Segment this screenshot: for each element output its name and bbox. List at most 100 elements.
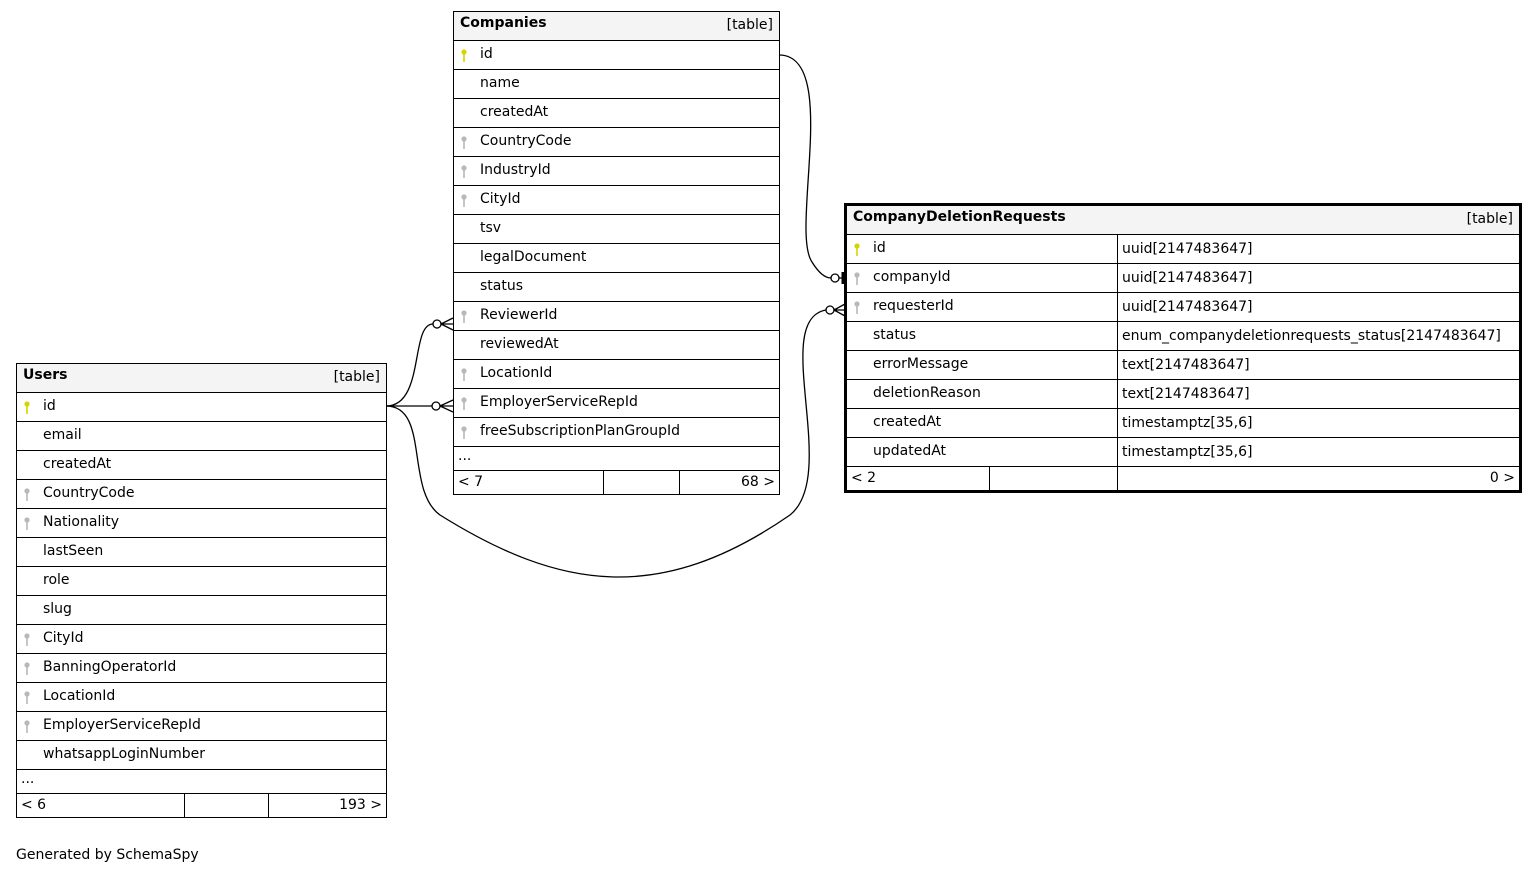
column-row[interactable]: BanningOperatorId xyxy=(17,654,386,683)
column-row[interactable]: EmployerServiceRepId xyxy=(454,389,779,418)
column-row[interactable]: EmployerServiceRepId xyxy=(17,712,386,741)
foreign-key-icon xyxy=(461,397,467,411)
table-header: Companies[table] xyxy=(454,12,779,41)
column-row[interactable]: email xyxy=(17,422,386,451)
foreign-key-icon xyxy=(24,633,30,647)
column-name: id xyxy=(873,240,886,256)
column-name: LocationId xyxy=(480,365,553,381)
parents-count[interactable]: < 2 xyxy=(851,470,877,486)
column-name: tsv xyxy=(480,220,502,236)
column-row[interactable]: id uuid[2147483647] xyxy=(847,235,1519,264)
table-footer: < 7 68 > xyxy=(454,471,779,494)
column-row[interactable]: ReviewerId xyxy=(454,302,779,331)
foreign-key-icon xyxy=(24,720,30,734)
table-header: CompanyDeletionRequests [table] xyxy=(847,206,1519,235)
column-row[interactable]: LocationId xyxy=(454,360,779,389)
column-row[interactable]: LocationId xyxy=(17,683,386,712)
column-name: slug xyxy=(43,601,72,617)
column-row[interactable]: CityId xyxy=(454,186,779,215)
column-type: timestamptz[35,6] xyxy=(1117,409,1519,437)
column-name: CountryCode xyxy=(43,485,135,501)
generated-by-label: Generated by SchemaSpy xyxy=(16,847,199,863)
column-type: uuid[2147483647] xyxy=(1117,235,1519,263)
column-name: companyId xyxy=(873,269,951,285)
column-row[interactable]: slug xyxy=(17,596,386,625)
foreign-key-icon xyxy=(461,165,467,179)
column-row[interactable]: id xyxy=(454,41,779,70)
column-name: EmployerServiceRepId xyxy=(43,717,201,733)
column-type: uuid[2147483647] xyxy=(1117,293,1519,321)
table-footer: < 2 0 > xyxy=(847,467,1519,490)
column-row[interactable]: freeSubscriptionPlanGroupId xyxy=(454,418,779,447)
column-row[interactable]: CountryCode xyxy=(17,480,386,509)
primary-key-icon xyxy=(461,49,467,63)
column-name: LocationId xyxy=(43,688,116,704)
column-row[interactable]: errorMessage text[2147483647] xyxy=(847,351,1519,380)
column-name: email xyxy=(43,427,82,443)
column-type: enum_companydeletionrequests_status[2147… xyxy=(1117,322,1519,350)
column-name: IndustryId xyxy=(480,162,551,178)
column-row[interactable]: reviewedAt xyxy=(454,331,779,360)
column-row[interactable]: createdAt xyxy=(17,451,386,480)
children-count[interactable]: 193 > xyxy=(268,794,386,817)
column-name: Nationality xyxy=(43,514,120,530)
column-name: createdAt xyxy=(43,456,112,472)
foreign-key-icon xyxy=(461,194,467,208)
footer-middle xyxy=(603,471,679,494)
foreign-key-icon xyxy=(24,517,30,531)
column-row[interactable]: CountryCode xyxy=(454,128,779,157)
children-count[interactable]: 68 > xyxy=(679,471,779,494)
more-columns[interactable]: ... xyxy=(454,447,779,471)
more-columns[interactable]: ... xyxy=(17,770,386,794)
foreign-key-icon xyxy=(854,272,860,286)
table-name: Users xyxy=(23,367,68,383)
column-name: legalDocument xyxy=(480,249,587,265)
column-row[interactable]: IndustryId xyxy=(454,157,779,186)
foreign-key-icon xyxy=(24,691,30,705)
column-type: uuid[2147483647] xyxy=(1117,264,1519,292)
parents-count[interactable]: < 7 xyxy=(458,474,484,490)
column-row[interactable]: role xyxy=(17,567,386,596)
table-header: Users [table] xyxy=(17,364,386,393)
column-row[interactable]: whatsappLoginNumber xyxy=(17,741,386,770)
column-row[interactable]: Nationality xyxy=(17,509,386,538)
column-name: errorMessage xyxy=(873,356,969,372)
column-name: BanningOperatorId xyxy=(43,659,177,675)
foreign-key-icon xyxy=(461,310,467,324)
table-name: CompanyDeletionRequests xyxy=(853,209,1066,225)
parents-count[interactable]: < 6 xyxy=(21,797,47,813)
column-type: text[2147483647] xyxy=(1117,351,1519,379)
edge-companies-to-deletionrequests xyxy=(778,54,832,279)
column-name: id xyxy=(43,398,56,414)
column-row[interactable]: companyId uuid[2147483647] xyxy=(847,264,1519,293)
column-row[interactable]: name xyxy=(454,70,779,99)
table-kind: [table] xyxy=(1466,211,1513,227)
column-name: status xyxy=(480,278,524,294)
column-name: name xyxy=(480,75,520,91)
edge-users-to-deletionrequests-requester xyxy=(385,309,827,578)
table-companydeletionrequests[interactable]: CompanyDeletionRequests [table] id uuid[214… xyxy=(844,203,1522,493)
column-row[interactable]: createdAt xyxy=(454,99,779,128)
children-count[interactable]: 0 > xyxy=(1117,467,1519,490)
column-row[interactable]: id xyxy=(17,393,386,422)
column-row[interactable]: CityId xyxy=(17,625,386,654)
table-footer: < 6 193 > xyxy=(17,794,386,817)
table-kind: [table] xyxy=(333,369,380,385)
column-name: whatsappLoginNumber xyxy=(43,746,206,762)
column-row[interactable]: status xyxy=(454,273,779,302)
column-row[interactable]: legalDocument xyxy=(454,244,779,273)
column-row[interactable]: lastSeen xyxy=(17,538,386,567)
table-name: Companies xyxy=(460,15,547,31)
column-row[interactable]: tsv xyxy=(454,215,779,244)
column-name: deletionReason xyxy=(873,385,981,401)
foreign-key-icon xyxy=(24,662,30,676)
column-name: reviewedAt xyxy=(480,336,559,352)
